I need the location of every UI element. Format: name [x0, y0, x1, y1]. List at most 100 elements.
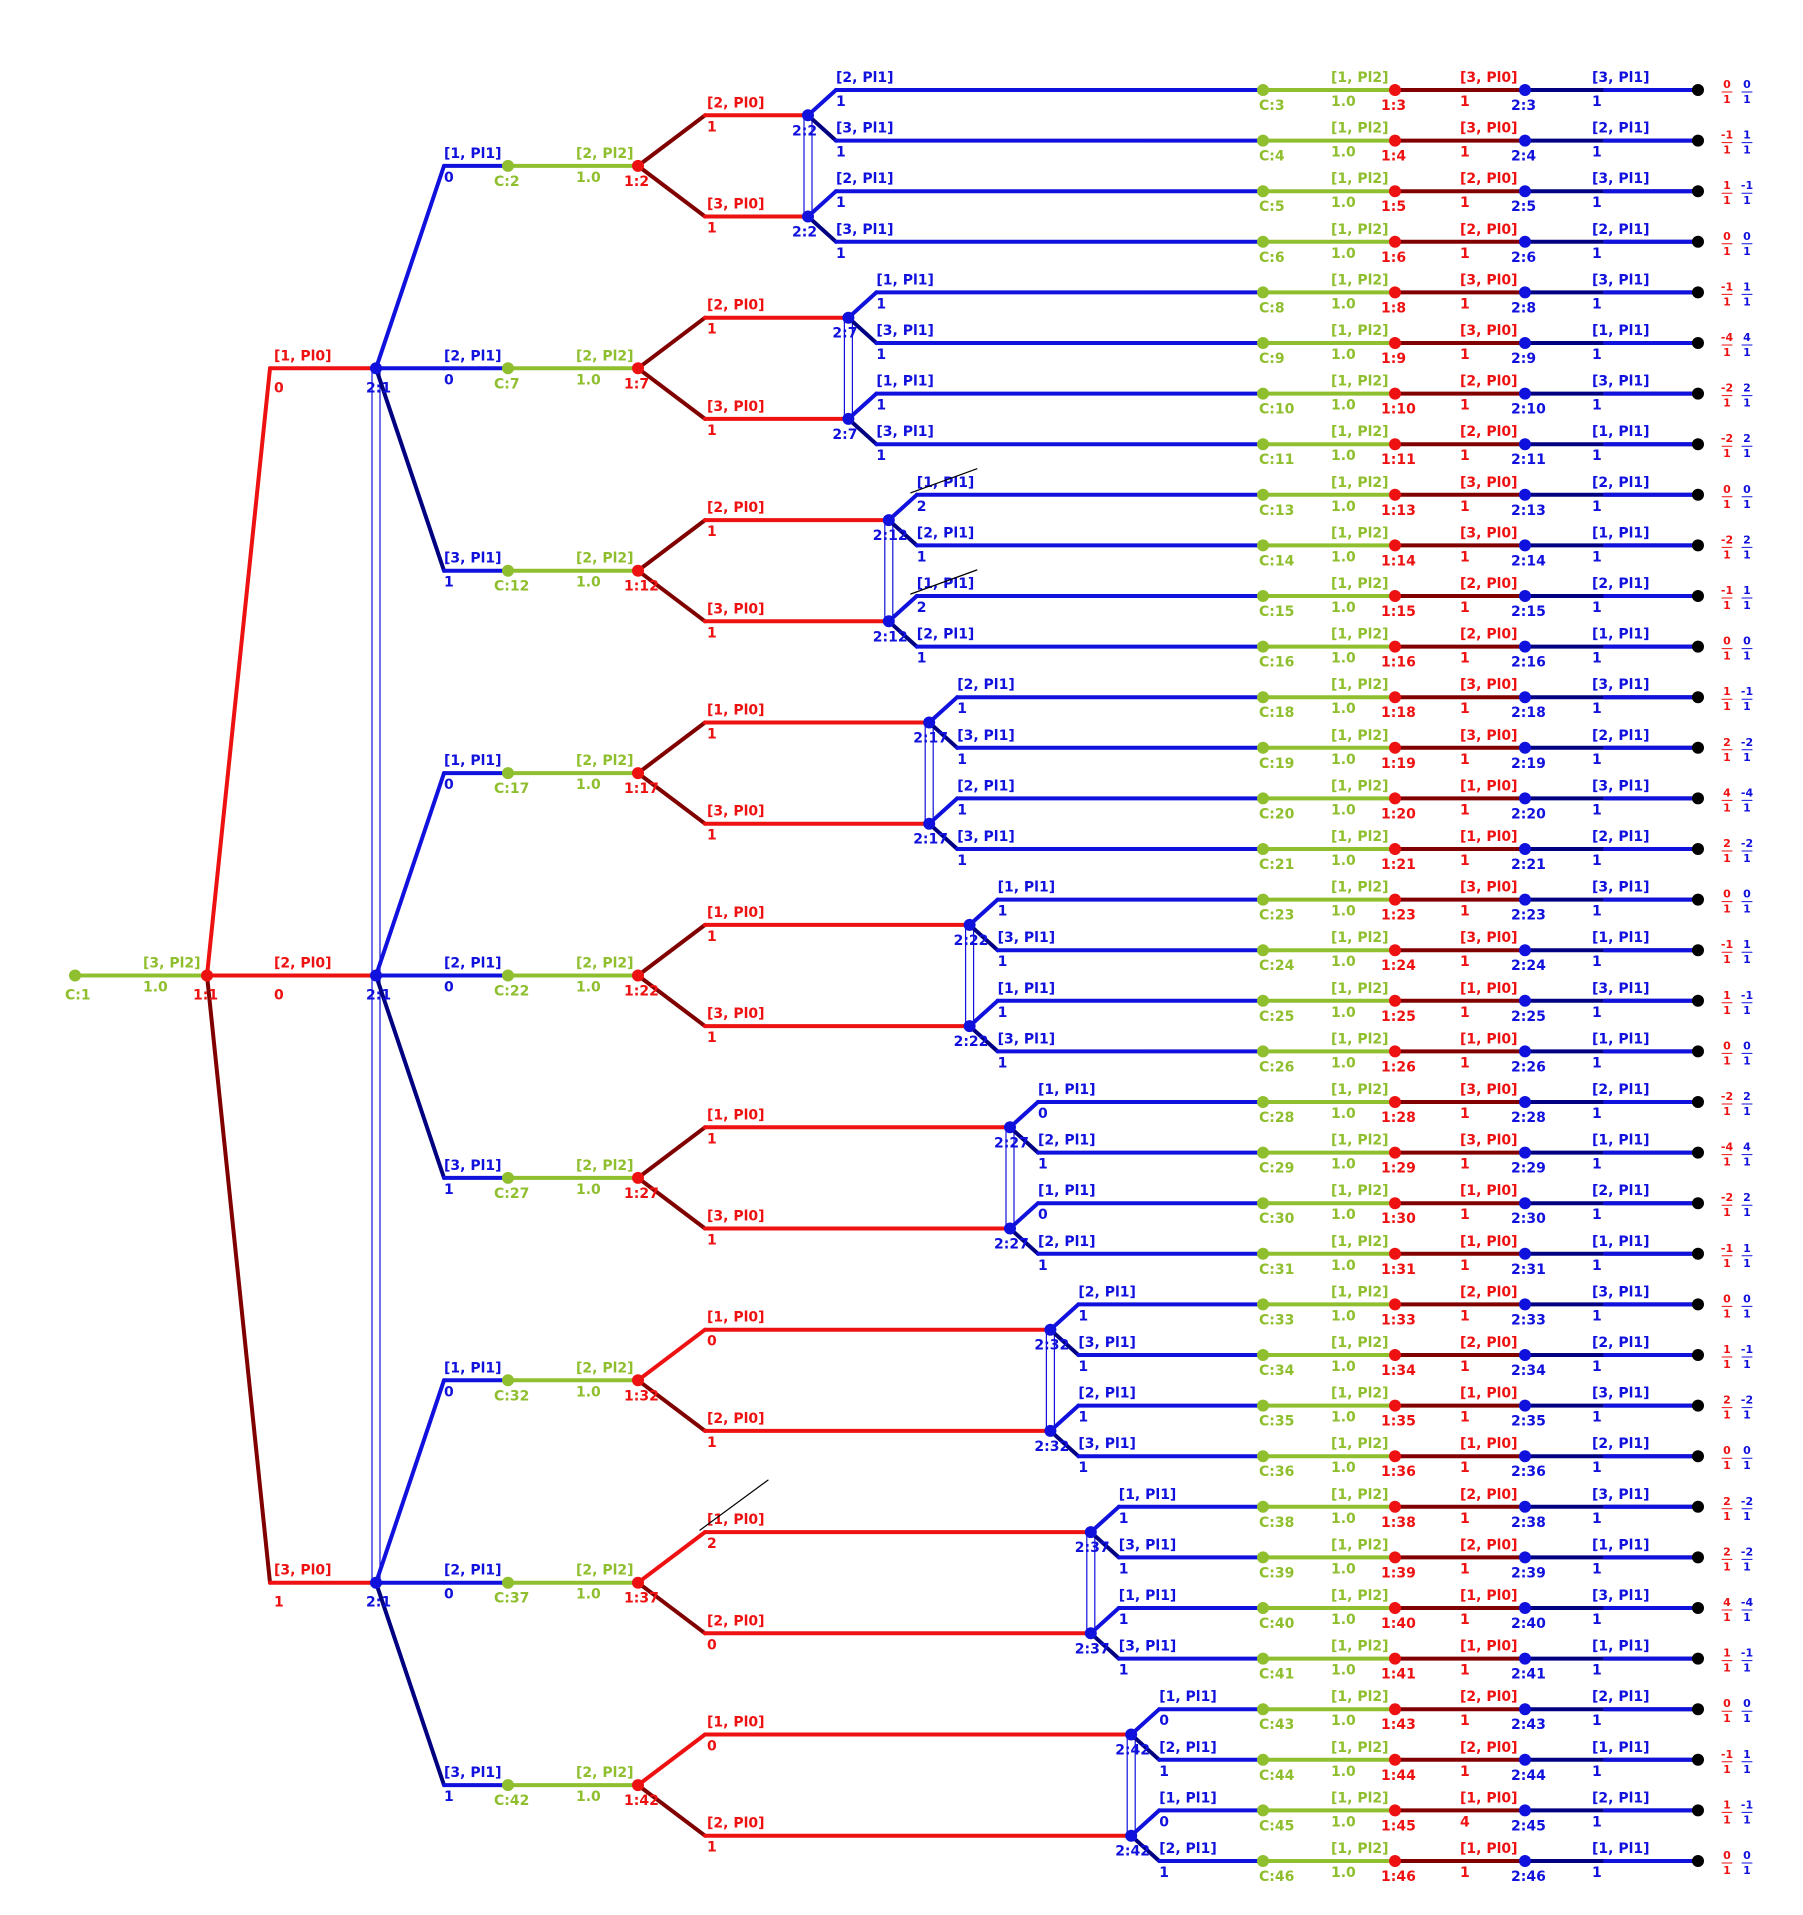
move-label: [1, Pl1]	[998, 981, 1056, 997]
player2-node	[1519, 235, 1531, 248]
move-label: [1, Pl1]	[1592, 1639, 1650, 1655]
node-id-label: C:2	[494, 174, 520, 190]
payoff-denominator: 1	[1723, 93, 1731, 106]
node-id-label: C:28	[1259, 1110, 1294, 1126]
probability-label: 1	[1460, 94, 1470, 110]
payoff-player1: 0	[1723, 888, 1731, 901]
node-id-label: 2:42	[1115, 1844, 1150, 1860]
payoff-denominator: 1	[1743, 548, 1751, 561]
payoff-player1: 0	[1723, 1292, 1731, 1305]
move-label: [1, Pl1]	[876, 374, 934, 390]
node-id-label: 1:18	[1381, 705, 1416, 721]
probability-label: 1	[707, 1435, 717, 1451]
probability-label: 1	[1460, 145, 1470, 161]
probability-label: 1.0	[1331, 802, 1356, 818]
probability-label: 1	[1159, 1865, 1169, 1881]
payoff-denominator: 1	[1743, 599, 1751, 612]
node-id-label: C:9	[1259, 351, 1285, 367]
move-label: [1, Pl2]	[1331, 1133, 1389, 1149]
payoff-denominator: 1	[1723, 1409, 1731, 1422]
node-id-label: 1:37	[624, 1591, 659, 1607]
move-label: [1, Pl0]	[274, 348, 332, 364]
player1-node	[1389, 185, 1401, 198]
terminal-node	[1692, 640, 1704, 653]
probability-label: 1.0	[1331, 549, 1356, 565]
probability-label: 0	[1038, 1106, 1048, 1122]
node-id-label: 2:38	[1511, 1515, 1546, 1531]
payoff-player2: 4	[1743, 331, 1751, 344]
probability-label: 1	[707, 221, 717, 237]
probability-label: 1	[1038, 1258, 1048, 1274]
probability-label: 1.0	[1331, 296, 1356, 312]
move-label: [2, Pl1]	[1038, 1133, 1096, 1149]
probability-label: 0	[444, 170, 454, 186]
node-id-label: 2:24	[1511, 958, 1546, 974]
player2-node	[1125, 1829, 1138, 1842]
payoff-player2: 0	[1743, 483, 1751, 496]
node-id-label: 2:22	[954, 1034, 989, 1050]
move-label: [2, Pl2]	[576, 1360, 634, 1376]
move-label: [3, Pl1]	[836, 121, 894, 137]
terminal-node	[1692, 235, 1704, 248]
player2-node	[1519, 286, 1531, 299]
chance-node	[1257, 337, 1269, 349]
node-id-label: 2:25	[1511, 1009, 1546, 1025]
move-label: [2, Pl0]	[707, 1613, 765, 1629]
probability-label: 1	[1460, 600, 1470, 616]
move-label: [3, Pl1]	[1592, 1487, 1650, 1503]
probability-label: 1	[707, 1131, 717, 1147]
move-label: [3, Pl1]	[1592, 171, 1650, 187]
player2-node	[1519, 1500, 1531, 1513]
terminal-node	[1692, 438, 1704, 451]
move-label: [1, Pl2]	[1331, 70, 1389, 86]
player2-node	[1519, 843, 1531, 855]
node-id-label: C:37	[494, 1591, 529, 1607]
probability-label: 1	[1592, 296, 1602, 312]
probability-label: 1.0	[1331, 1410, 1356, 1426]
player1-node	[632, 969, 644, 982]
node-id-label: 1:35	[1381, 1414, 1416, 1430]
terminal-node	[1692, 1096, 1704, 1108]
move-label: [1, Pl1]	[876, 272, 934, 288]
probability-label: 1	[998, 1005, 1008, 1021]
node-id-label: 2:23	[1511, 908, 1546, 924]
move-label: [3, Pl1]	[876, 424, 934, 440]
move-label: [3, Pl0]	[707, 197, 765, 213]
player1-node	[632, 767, 644, 780]
payoff-denominator: 1	[1743, 1358, 1751, 1371]
payoff-player2: -2	[1741, 837, 1753, 850]
edge-p2-move	[1008, 1226, 1040, 1256]
move-label: [2, Pl2]	[576, 551, 634, 567]
move-label: [1, Pl0]	[1460, 778, 1518, 794]
player1-node	[632, 1779, 644, 1792]
chance-node	[502, 564, 514, 577]
edge-p2-move	[1088, 1606, 1121, 1636]
terminal-node	[1692, 1652, 1704, 1665]
node-id-label: C:5	[1259, 199, 1285, 215]
node-id-label: 2:31	[1511, 1262, 1546, 1278]
node-id-label: 1:25	[1381, 1009, 1416, 1025]
move-label: [2, Pl1]	[917, 627, 975, 643]
move-label: [1, Pl1]	[1159, 1790, 1217, 1806]
payoff-denominator: 1	[1743, 903, 1751, 916]
probability-label: 1	[1460, 1410, 1470, 1426]
move-label: [1, Pl0]	[707, 1512, 765, 1528]
node-id-label: 2:44	[1511, 1768, 1546, 1784]
move-label: [1, Pl0]	[1460, 1639, 1518, 1655]
player2-node	[1125, 1728, 1138, 1741]
chance-node	[502, 159, 514, 172]
node-id-label: C:34	[1259, 1363, 1295, 1379]
probability-label: 0	[707, 1334, 717, 1350]
node-id-label: C:14	[1259, 553, 1295, 569]
move-label: [1, Pl0]	[1460, 981, 1518, 997]
player2-node	[1519, 387, 1531, 400]
probability-label: 1	[1460, 752, 1470, 768]
probability-label: 1	[1159, 1764, 1169, 1780]
player2-node	[1519, 185, 1531, 198]
move-label: [3, Pl1]	[444, 551, 502, 567]
probability-label: 1.0	[1331, 448, 1356, 464]
move-label: [2, Pl2]	[576, 1765, 634, 1781]
move-label: [1, Pl2]	[1331, 323, 1389, 339]
move-label: [2, Pl1]	[1592, 1335, 1650, 1351]
payoff-player1: -1	[1721, 129, 1733, 142]
